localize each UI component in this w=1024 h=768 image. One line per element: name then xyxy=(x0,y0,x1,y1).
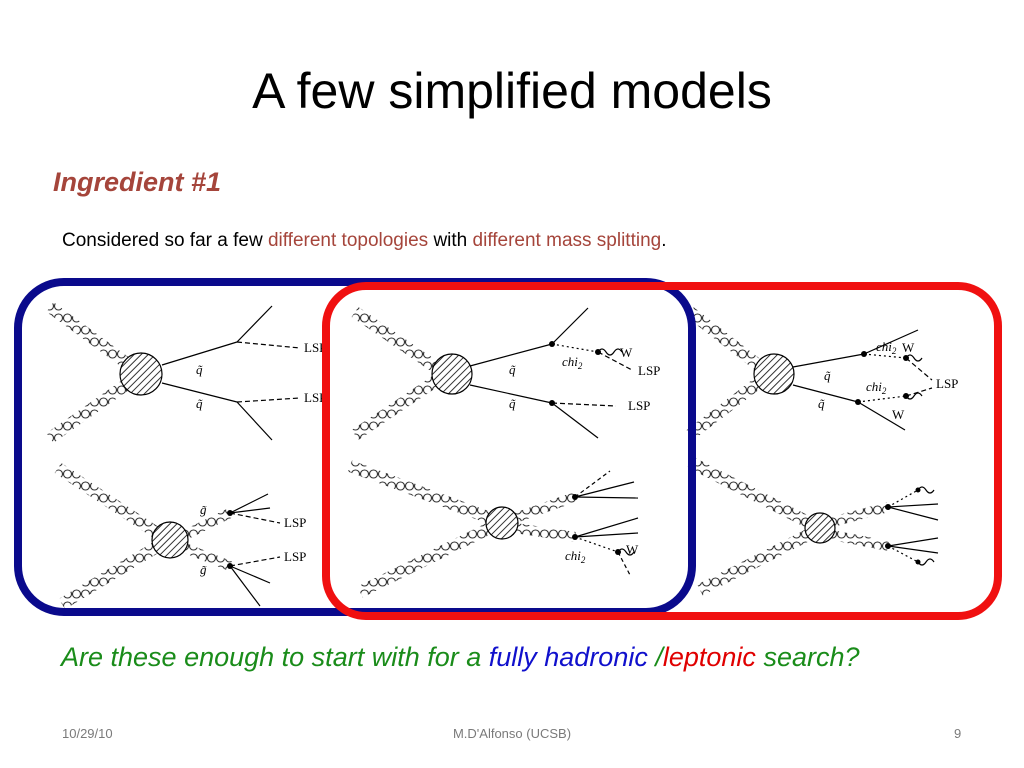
question-fully-hadronic: fully hadronic xyxy=(488,642,656,672)
box-leptonic xyxy=(322,282,1002,620)
diagram-gluino-direct: g̃ g̃ LSP LSP xyxy=(54,462,306,610)
label-squark: q̃ xyxy=(196,396,203,411)
footer-author: M.D'Alfonso (UCSB) xyxy=(452,726,572,741)
desc-highlight-topologies: different topologies xyxy=(267,230,429,251)
label-chi2: chi2 xyxy=(876,339,897,356)
label-w: W xyxy=(620,345,633,360)
desc-prefix: Considered so far a few xyxy=(62,230,268,251)
diagram-squark-onestep: q̃ q̃ chi2 W LSP LSP xyxy=(351,307,660,440)
ingredient-heading: Ingredient #1 xyxy=(53,167,222,197)
label-lsp: LSP xyxy=(638,363,660,378)
label-lsp: LSP xyxy=(284,515,306,530)
diagram-gluino-twostep xyxy=(687,456,939,596)
label-gluino: g̃ xyxy=(200,502,207,517)
label-squark: q̃ xyxy=(509,362,516,377)
question-leptonic: leptonic xyxy=(662,642,756,672)
label-squark: q̃ xyxy=(818,396,825,411)
diagram-gluino-onestep: chi2 W xyxy=(347,460,639,598)
diagram-squark-twostep: q̃ q̃ chi2 W chi2 LSP W xyxy=(686,307,958,440)
label-lsp: LSP xyxy=(628,398,650,413)
desc-suffix: . xyxy=(661,230,667,251)
question-slash: / xyxy=(655,642,663,672)
label-gluino: g̃ xyxy=(200,562,207,577)
label-w: W xyxy=(902,340,915,355)
label-lsp: LSP xyxy=(936,376,958,391)
desc-mid: with xyxy=(428,230,473,251)
label-lsp: LSP xyxy=(304,340,326,355)
question-part1: Are these enough to start with for a xyxy=(61,642,489,672)
slide-title: A few simplified models xyxy=(252,63,772,119)
label-chi2: chi2 xyxy=(866,379,887,396)
vertex-blob xyxy=(119,352,163,396)
label-squark: q̃ xyxy=(824,368,831,383)
footer-page-number: 9 xyxy=(954,726,962,741)
desc-highlight-mass-splitting: different mass splitting xyxy=(472,230,662,251)
footer-date: 10/29/10 xyxy=(62,726,113,741)
question-search: search? xyxy=(755,642,860,672)
question-text: Are these enough to start with for a ful… xyxy=(61,640,961,674)
label-lsp: LSP xyxy=(304,390,326,405)
diagram-squark-direct: q̃ q̃ LSP LSP xyxy=(46,302,326,443)
description-text: Considered so far a few different topolo… xyxy=(62,230,667,252)
label-lsp: LSP xyxy=(284,549,306,564)
label-w: W xyxy=(892,407,905,422)
label-w: W xyxy=(626,542,639,557)
label-chi2: chi2 xyxy=(562,354,583,371)
box-fully-hadronic xyxy=(14,278,696,616)
label-squark: q̃ xyxy=(509,396,516,411)
label-chi2: chi2 xyxy=(565,548,586,565)
label-squark: q̃ xyxy=(196,362,203,377)
